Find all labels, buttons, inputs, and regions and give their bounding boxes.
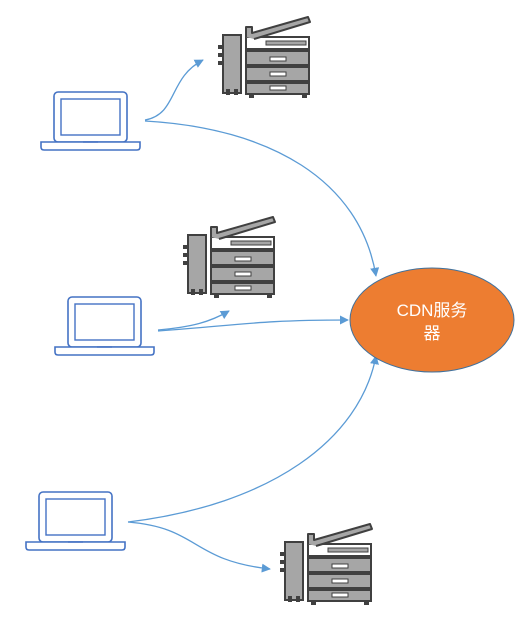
laptop-icon (40, 91, 141, 151)
cdn-server-label-line2: 器 (424, 324, 441, 343)
connector-laptop2-server (157, 315, 349, 332)
printer-icon (217, 16, 311, 99)
laptop-icon (54, 296, 155, 356)
laptop-icon (25, 491, 126, 551)
connectors (127, 59, 380, 573)
connector-laptop3-printer3 (127, 521, 271, 573)
connector-laptop3-server (127, 355, 379, 523)
cdn-server-node: CDN服务 器 (349, 267, 515, 373)
cdn-server-ellipse (349, 267, 515, 373)
cdn-server-label-line1: CDN服务 (397, 301, 468, 320)
connector-laptop2-printer2 (157, 310, 230, 331)
connector-laptop1-printer1 (144, 59, 204, 121)
printer-icon (279, 523, 373, 606)
connector-laptop1-server (144, 120, 380, 277)
printer-icon (182, 216, 276, 299)
